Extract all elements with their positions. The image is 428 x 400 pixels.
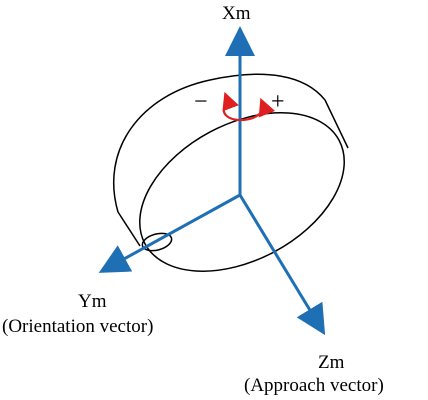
cylinder-side-line-right	[324, 99, 349, 149]
rotation-plus-sign: +	[271, 89, 285, 115]
z-axis-description: (Approach vector)	[244, 375, 384, 396]
rotation-arrow-icon	[222, 97, 276, 122]
z-axis-label: Zm	[318, 352, 345, 373]
rotation-minus-sign: −	[194, 89, 208, 115]
y-axis-arrow	[98, 193, 241, 273]
cylinder-back-arc	[113, 73, 326, 213]
z-axis-arrow	[238, 194, 326, 336]
y-axis-description: (Orientation vector)	[2, 316, 154, 337]
rim-marker	[141, 232, 173, 252]
cylinder-side-line-left	[117, 211, 141, 247]
rotation-arrow-tail-icon	[222, 91, 239, 112]
y-axis-label: Ym	[78, 291, 107, 312]
x-axis-label: Xm	[222, 3, 251, 24]
cylinder-body	[113, 73, 349, 272]
